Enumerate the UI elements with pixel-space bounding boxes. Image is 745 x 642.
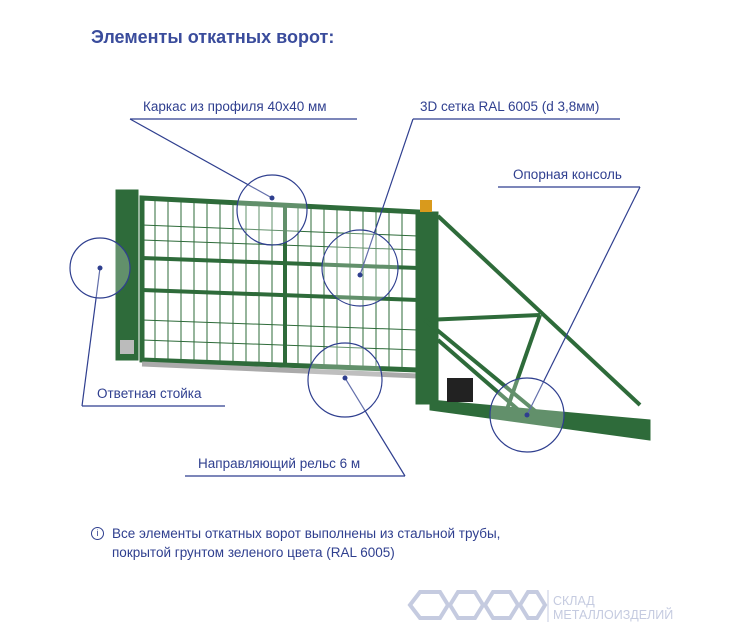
support-console [423, 214, 651, 441]
label-console: Опорная консоль [513, 167, 622, 182]
gate-drawing [115, 189, 651, 441]
counter-post [115, 189, 139, 361]
note-line-2: покрытой грунтом зеленого цвета (RAL 600… [112, 545, 395, 560]
logo-text: СКЛАД МЕТАЛЛОИЗДЕЛИЙ [553, 594, 673, 622]
logo-line-2: МЕТАЛЛОИЗДЕЛИЙ [553, 608, 674, 622]
guide-rail [141, 361, 419, 379]
label-rail: Направляющий рельс 6 м [198, 456, 361, 471]
zoom-circle-mesh [321, 229, 399, 307]
note-text: Все элементы откатных ворот выполнены из… [112, 524, 500, 562]
zoom-circle-frame [236, 174, 308, 246]
label-mesh: 3D сетка RAL 6005 (d 3,8мм) [420, 99, 600, 114]
label-frame: Каркас из профиля 40x40 мм [143, 99, 327, 114]
signal-lamp [420, 200, 432, 212]
frame-rail-lower [141, 288, 419, 302]
label-post: Ответная стойка [97, 386, 202, 401]
note-line-1: Все элементы откатных ворот выполнены из… [112, 526, 501, 541]
motor [447, 378, 473, 402]
support-post [415, 211, 439, 405]
logo-line-1: СКЛАД [553, 594, 595, 608]
post-catcher [120, 340, 134, 354]
page-title: Элементы откатных ворот: [91, 27, 335, 47]
mesh [141, 200, 419, 370]
info-icon: i [91, 527, 104, 540]
frame-rail-upper [141, 256, 419, 270]
logo-mark [407, 590, 549, 622]
callout-dots [97, 195, 530, 418]
